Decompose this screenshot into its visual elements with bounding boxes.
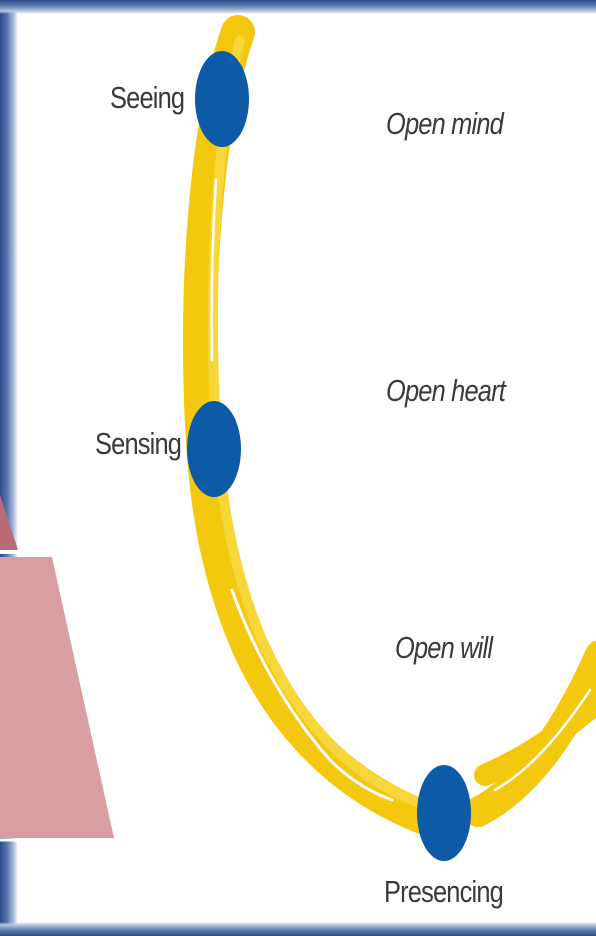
sensing-label: Sensing <box>95 426 182 461</box>
seeing-label: Seeing <box>110 80 185 115</box>
open-heart-label: Open heart <box>386 373 506 408</box>
pink-triangle-upper <box>0 495 18 550</box>
frame-bottom-edge <box>0 922 596 936</box>
u-curve-right-arm <box>463 640 596 827</box>
presencing-label: Presencing <box>384 874 504 909</box>
u-curve-highlight <box>210 178 218 362</box>
presencing-node <box>417 765 471 861</box>
u-curve-right-arm-stroke2 <box>474 689 596 786</box>
seeing-node <box>195 51 249 147</box>
u-curve-right-highlight <box>493 688 592 792</box>
open-mind-label: Open mind <box>386 106 504 141</box>
u-curve-left-arm-inner <box>207 35 430 810</box>
frame-top-edge <box>0 0 596 14</box>
u-curve-highlight-lower <box>230 588 394 802</box>
pink-triangle-lower <box>0 557 114 838</box>
open-will-label: Open will <box>395 630 493 665</box>
u-curve <box>182 15 596 837</box>
sensing-node <box>187 401 241 497</box>
